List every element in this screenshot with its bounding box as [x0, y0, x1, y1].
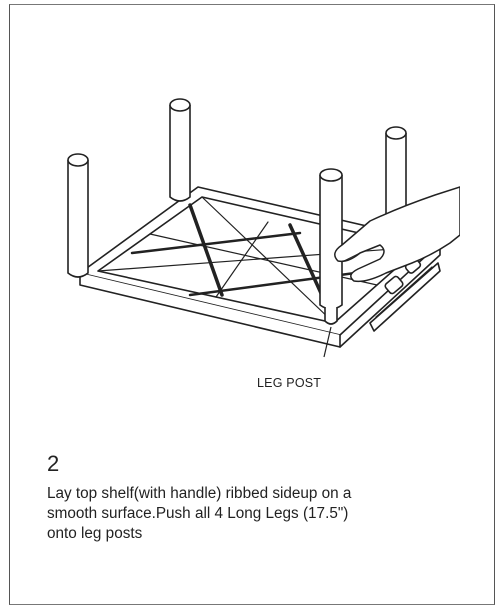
shelf-assembly-illustration: [67, 98, 460, 358]
callout-line: [323, 326, 332, 358]
instruction-line: smooth surface.Push all 4 Long Legs (17.…: [47, 505, 349, 522]
leg-post-label: LEG POST: [257, 376, 322, 390]
instruction-line: Lay top shelf(with handle) ribbed sideup…: [47, 485, 352, 502]
leg-front-right: [319, 168, 343, 310]
leg-back-left: [67, 153, 89, 278]
step-instruction: Lay top shelf(with handle) ribbed sideup…: [47, 484, 492, 544]
hand: [334, 186, 460, 283]
page-frame: [9, 4, 495, 605]
leg-back-center: [169, 98, 191, 202]
step-number: 2: [47, 451, 60, 476]
leg-post: [324, 307, 338, 325]
instruction-line: onto leg posts: [47, 525, 143, 542]
